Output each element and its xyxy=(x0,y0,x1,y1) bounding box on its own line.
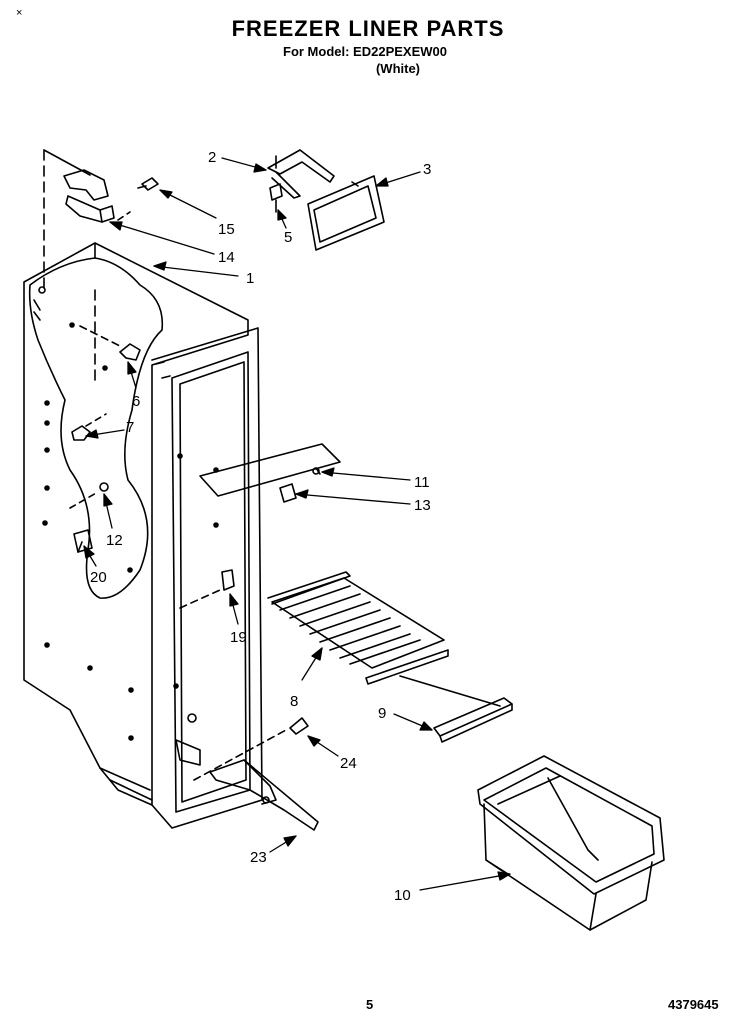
callout-14: 14 xyxy=(218,249,235,266)
leader-lines xyxy=(83,157,511,891)
page-number: 5 xyxy=(366,997,374,1012)
part-11-plate xyxy=(199,443,341,497)
part-6-clip xyxy=(79,325,141,361)
callout-19: 19 xyxy=(230,629,247,646)
callout-1: 1 xyxy=(246,270,254,287)
corner-mark: × xyxy=(16,7,23,19)
callout-8: 8 xyxy=(290,693,298,710)
part-9-trim xyxy=(399,675,513,743)
part-14-bracket xyxy=(43,149,115,223)
document-part-number: 4379645 xyxy=(668,997,719,1012)
part-23-rail xyxy=(209,759,319,831)
part-2-hinge-bracket xyxy=(267,149,335,199)
part-5-screw xyxy=(269,183,283,213)
page-title: FREEZER LINER PARTS xyxy=(231,16,505,41)
part-24-screw xyxy=(193,717,309,781)
callout-7: 7 xyxy=(126,419,134,436)
callout-2: 2 xyxy=(208,149,216,166)
callout-12: 12 xyxy=(106,532,123,549)
callout-5: 5 xyxy=(284,229,292,246)
callout-10: 10 xyxy=(394,887,411,904)
callout-24: 24 xyxy=(340,755,357,772)
callout-9: 9 xyxy=(378,705,386,722)
part-19-clip xyxy=(179,569,235,609)
part-3-cover xyxy=(307,175,385,251)
callout-3: 3 xyxy=(423,161,431,178)
part-10-bin xyxy=(477,755,665,931)
callout-11: 11 xyxy=(414,474,430,491)
callout-6: 6 xyxy=(132,393,140,410)
callout-15: 15 xyxy=(218,221,235,238)
color-line: (White) xyxy=(375,61,421,76)
callout-20: 20 xyxy=(90,569,107,586)
part-13-socket xyxy=(279,483,297,503)
callout-13: 13 xyxy=(414,497,431,514)
callout-23: 23 xyxy=(250,849,267,866)
part-20-bracket xyxy=(73,529,93,553)
part-8-wire-shelf xyxy=(267,571,449,685)
callout-labels: 1 2 3 5 6 7 8 9 10 11 12 13 14 15 19 20 … xyxy=(90,149,431,904)
part-12-screw xyxy=(69,482,109,509)
part-15-screw xyxy=(117,177,159,221)
model-line: For Model: ED22PEXEW00 xyxy=(283,44,447,59)
